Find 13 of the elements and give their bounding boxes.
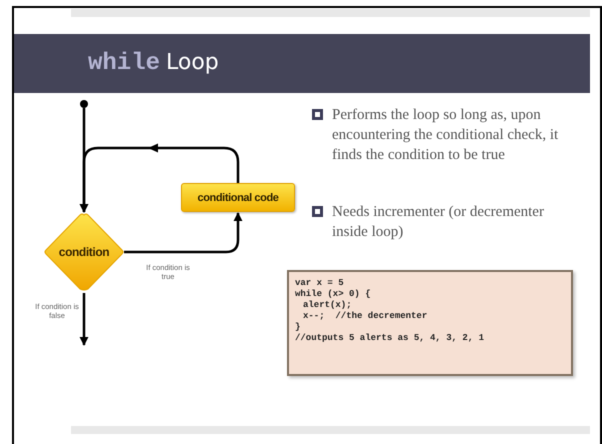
bullet-text: Performs the loop so long as, upon encountering the conditional check, it finds the condition to be true [332, 106, 560, 165]
code-line: //outputs 5 alerts as 5, 4, 3, 2, 1 [295, 333, 484, 344]
code-line: alert(x); [302, 300, 352, 311]
start-dot [80, 100, 88, 108]
code-snippet-box [287, 270, 573, 376]
process-box: conditional code [181, 183, 295, 212]
code-line: var x = 5 [295, 278, 344, 289]
code-line: x--; //the decrementer [302, 311, 428, 322]
bullet-text: Needs incrementer (or decrementer inside loop) [332, 203, 545, 242]
code-line: while (x> 0) { [295, 289, 371, 300]
code-line: } [295, 322, 300, 333]
slide-title: while Loop [88, 50, 219, 77]
decision-label: condition [58, 245, 110, 259]
